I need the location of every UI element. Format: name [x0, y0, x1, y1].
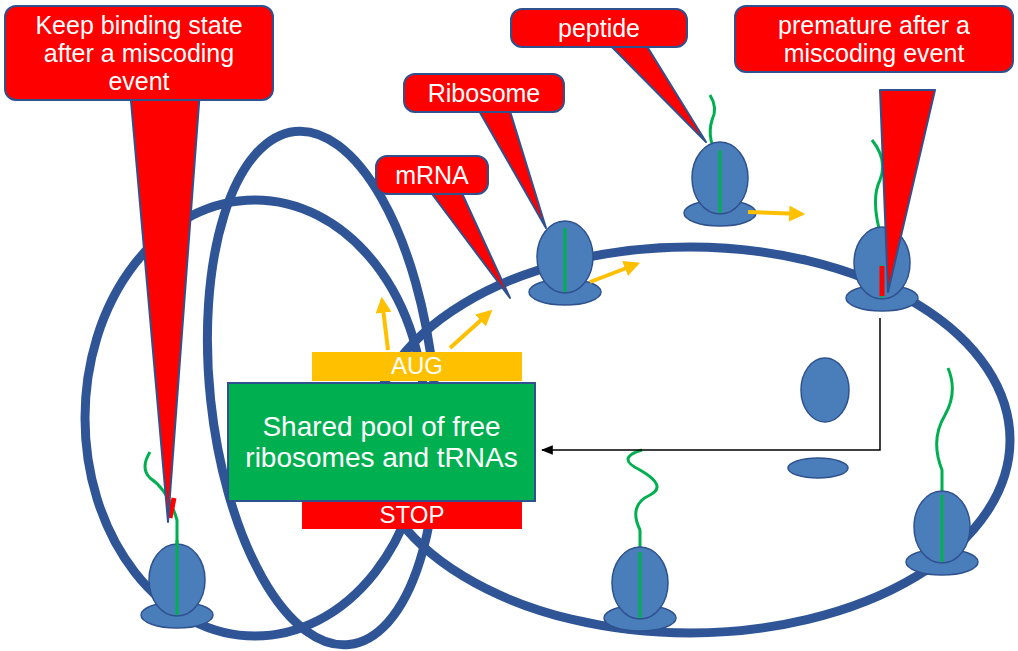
free-ribosome-small-subunit [788, 458, 848, 478]
node-text: peptide [558, 14, 640, 42]
shared-pool-box: Shared pool of free ribosomes and tRNAs [227, 382, 536, 502]
movement-arrow [382, 212, 802, 350]
peptide-chain [881, 265, 884, 298]
ribosome [141, 142, 978, 631]
node-text: Ribosome [428, 79, 541, 107]
peptide-chain [177, 150, 942, 618]
stop-codon-bar: STOP [302, 502, 522, 529]
node-text: STOP [380, 502, 445, 529]
callout-box: Keep binding state after a miscoding eve… [4, 5, 274, 101]
callout-tail [600, 35, 706, 142]
node-text: Keep binding state after a miscoding eve… [14, 11, 264, 95]
miscoded-segment [880, 266, 885, 296]
start-codon-bar: AUG [312, 352, 522, 381]
node-text: AUG [391, 353, 443, 380]
callout-tail [880, 90, 935, 292]
node-text: premature after a miscoding event [744, 11, 1004, 67]
peptide-chain [941, 495, 944, 562]
movement-arrow [590, 264, 637, 282]
peptide-chain [719, 150, 722, 213]
movement-arrow [748, 212, 802, 214]
callout-box: Ribosome [403, 73, 565, 113]
miscoded-segment [170, 266, 882, 518]
movement-arrow [450, 312, 490, 348]
ribosome-large-subunit [692, 142, 748, 214]
ribosome-large-subunit [537, 221, 593, 293]
callout-box: premature after a miscoding event [734, 5, 1014, 73]
callout-box: peptide [510, 8, 688, 48]
callout-box: mRNA [375, 155, 489, 195]
ribosome-large-subunit [914, 491, 970, 563]
movement-arrow [382, 300, 388, 350]
node-text: mRNA [395, 161, 469, 189]
node-text: Shared pool of free ribosomes and tRNAs [239, 411, 524, 474]
callout-tail [130, 90, 200, 522]
callout-tail [420, 178, 510, 298]
recycle-arrow [542, 318, 880, 450]
free-ribosome-large-subunit [801, 358, 849, 422]
peptide-chain [176, 540, 179, 615]
peptide-chain [145, 95, 952, 605]
peptide-chain [639, 552, 642, 618]
ribosome-large-subunit [612, 547, 668, 619]
miscoded-segment [170, 498, 174, 518]
mrna-loop [85, 120, 1010, 651]
peptide-chain [564, 228, 567, 292]
callout-tail [130, 35, 935, 522]
